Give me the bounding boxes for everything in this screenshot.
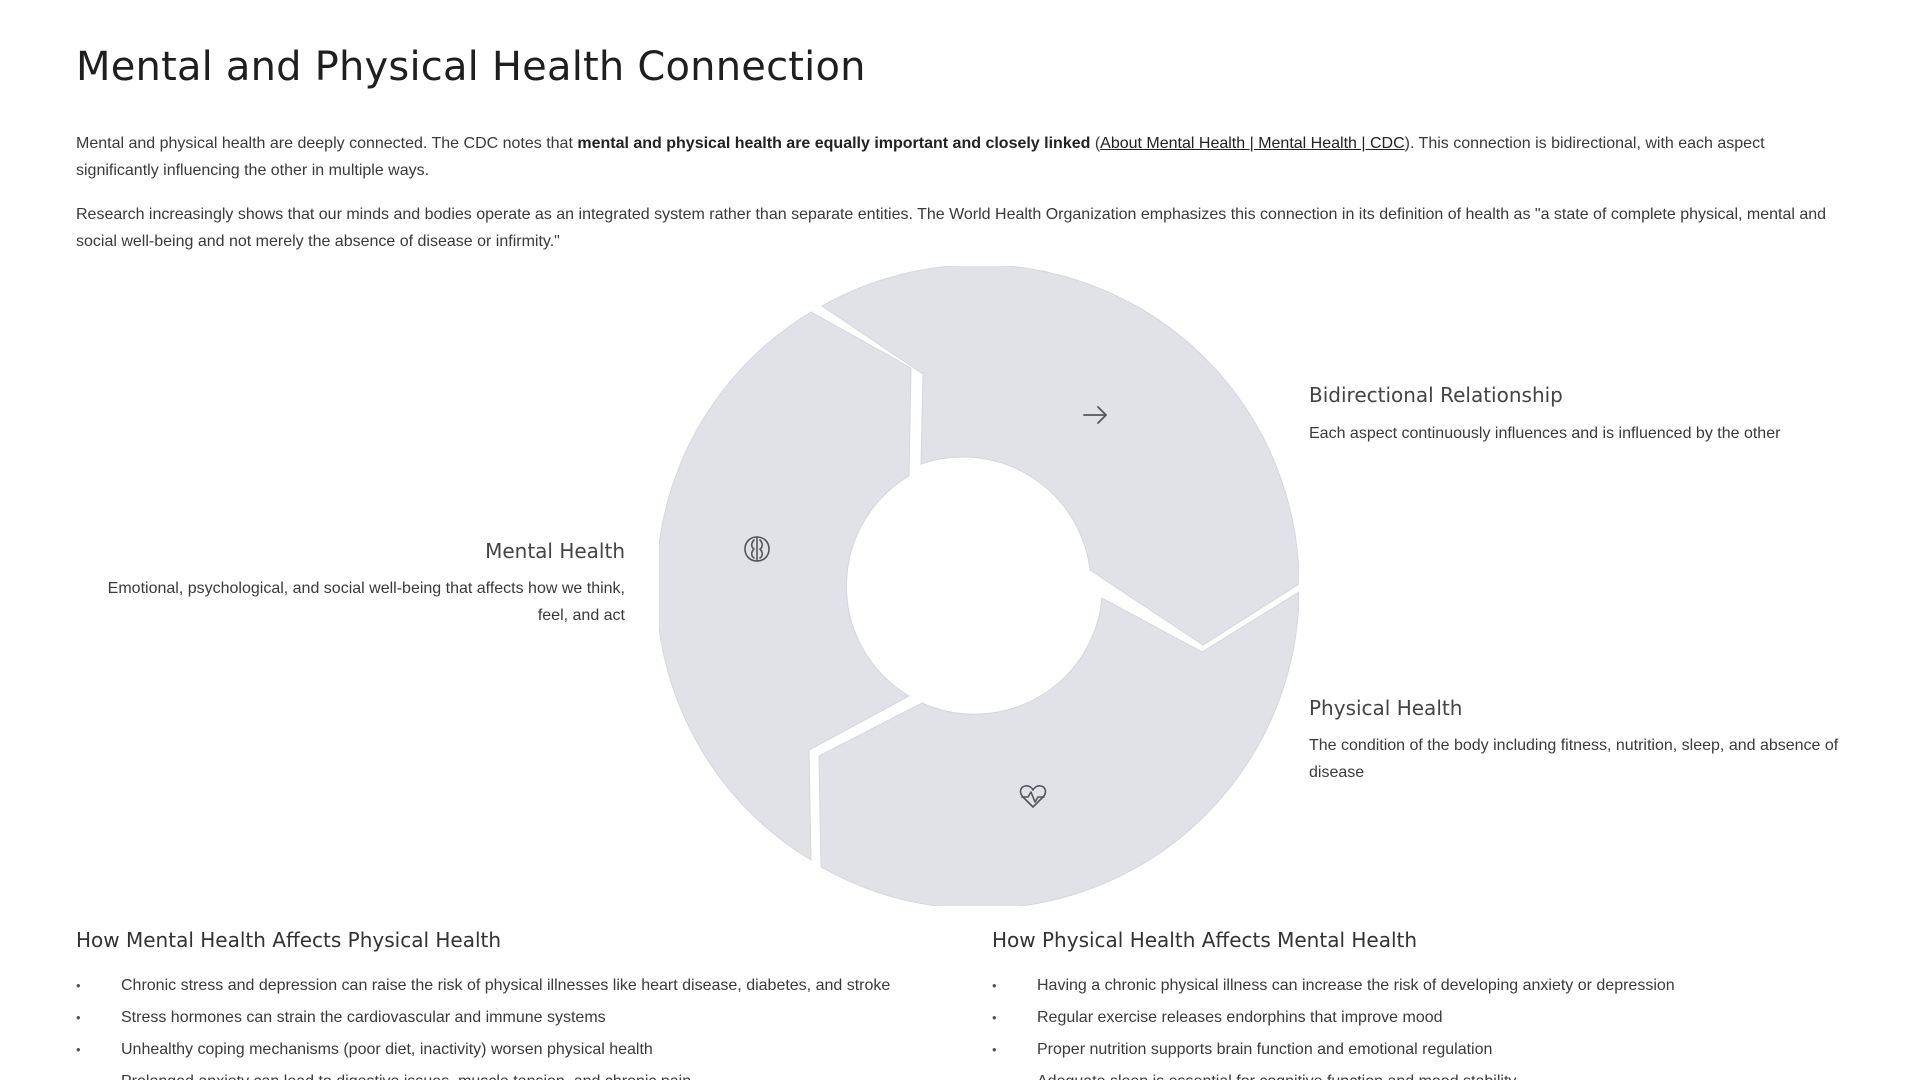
- page-title: Mental and Physical Health Connection: [76, 44, 866, 90]
- list-item: Adequate sleep is essential for cognitiv…: [992, 1066, 1872, 1080]
- bidirectional-relationship-title: Bidirectional Relationship: [1309, 383, 1563, 407]
- intro-bold-text: mental and physical health are equally i…: [577, 135, 1091, 152]
- list-item: Stress hormones can strain the cardiovas…: [76, 1002, 956, 1034]
- heartbeat-icon: [1019, 785, 1047, 808]
- list-item: Regular exercise releases endorphins tha…: [992, 1002, 1872, 1034]
- mental-health-title: Mental Health: [485, 539, 625, 563]
- intro-paragraph-2: Research increasingly shows that our min…: [76, 206, 1827, 250]
- intro-text-before: Mental and physical health are deeply co…: [76, 135, 578, 152]
- list-item: Chronic stress and depression can raise …: [76, 970, 956, 1002]
- mental-affects-physical-list: Chronic stress and depression can raise …: [76, 970, 956, 1080]
- physical-affects-mental-list: Having a chronic physical illness can in…: [992, 970, 1872, 1080]
- page: Mental and Physical Health Connection Me…: [76, 0, 1844, 1080]
- mental-health-description: Emotional, psychological, and social wel…: [107, 580, 625, 624]
- list-item: Proper nutrition supports brain function…: [992, 1034, 1872, 1066]
- list-item: Prolonged anxiety can lead to digestive …: [76, 1066, 956, 1080]
- physical-affects-mental-section: How Physical Health Affects Mental Healt…: [992, 928, 1872, 1080]
- cycle-segment-mental-health: [659, 311, 912, 861]
- cycle-segment-physical-health: [818, 591, 1299, 906]
- mental-affects-physical-heading: How Mental Health Affects Physical Healt…: [76, 928, 502, 952]
- physical-health-title: Physical Health: [1309, 696, 1463, 720]
- cycle-segments: [659, 266, 1299, 906]
- intro-paren-open: (: [1090, 135, 1101, 152]
- arrow-right-icon: [1083, 406, 1107, 424]
- bidirectional-relationship-description: Each aspect continuously influences and …: [1309, 425, 1781, 442]
- intro-text-after: ). This connection is bidirectional, wit…: [76, 135, 1765, 179]
- mental-affects-physical-section: How Mental Health Affects Physical Healt…: [76, 928, 956, 1080]
- health-cycle-diagram: [659, 266, 1299, 906]
- physical-affects-mental-heading: How Physical Health Affects Mental Healt…: [992, 928, 1418, 952]
- brain-icon: [744, 536, 770, 562]
- list-item: Having a chronic physical illness can in…: [992, 970, 1872, 1002]
- physical-health-description: The condition of the body including fitn…: [1309, 737, 1839, 781]
- cycle-segment-bidirectional: [821, 266, 1299, 646]
- intro-paragraph-1: Mental and physical health are deeply co…: [76, 130, 1844, 184]
- cdc-link[interactable]: About Mental Health | Mental Health | CD…: [1100, 135, 1405, 152]
- list-item: Unhealthy coping mechanisms (poor diet, …: [76, 1034, 956, 1066]
